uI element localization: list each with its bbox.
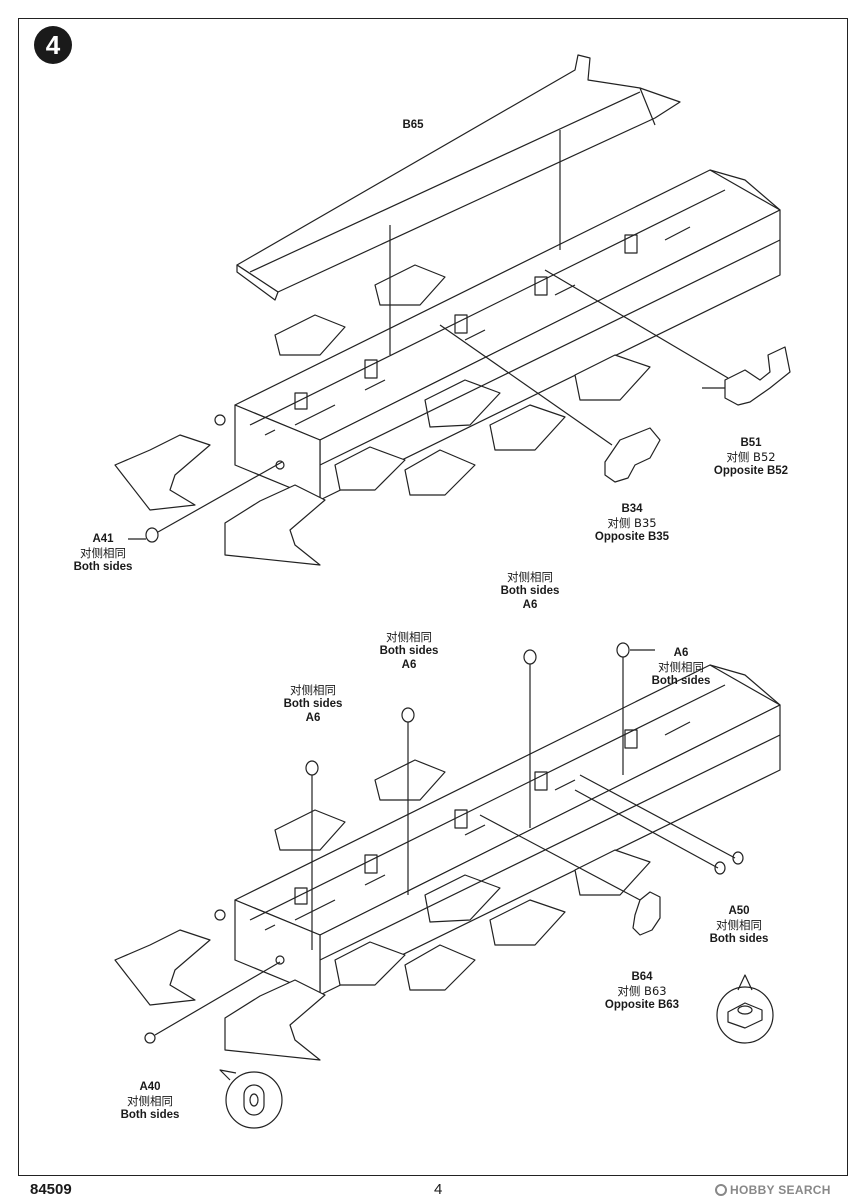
part-a6-2 <box>401 707 415 723</box>
label-b64: B64 对侧 B63 Opposite B63 <box>604 971 680 1011</box>
label-a6-2: 对侧相同 Both sides A6 <box>379 630 439 671</box>
part-a6-1 <box>305 760 319 776</box>
label-b65: B65 <box>402 119 424 131</box>
label-a6-4: A6 对侧相同 Both sides <box>651 647 711 687</box>
label-a6-3: 对侧相同 Both sides A6 <box>500 570 560 611</box>
label-b51: B51 对侧 B52 Opposite B52 <box>713 437 789 477</box>
label-a6-1: 对侧相同 Both sides A6 <box>283 683 343 724</box>
part-a40 <box>144 1032 156 1044</box>
page-frame <box>18 18 848 1176</box>
part-b34 <box>604 427 661 483</box>
part-a6-4 <box>616 642 630 658</box>
footer-page-number: 4 <box>434 1181 443 1198</box>
part-a50 <box>732 851 744 865</box>
label-b34: B34 对侧 B35 Opposite B35 <box>594 503 670 543</box>
part-b64 <box>632 891 661 936</box>
watermark-text: HOBBY SEARCH <box>730 1183 831 1197</box>
part-b65 <box>236 54 681 293</box>
watermark-logo-icon <box>715 1184 727 1196</box>
label-a40: A40 对侧相同 Both sides <box>120 1081 180 1121</box>
step-number-badge: 4 <box>34 26 72 64</box>
label-a41: A41 对侧相同 Both sides <box>73 533 133 573</box>
label-a50: A50 对侧相同 Both sides <box>709 905 769 945</box>
hull-upper-view <box>114 169 781 566</box>
part-b51 <box>724 346 791 406</box>
part-a41 <box>145 527 159 543</box>
footer-kit-code: 84509 <box>30 1181 72 1198</box>
watermark: HOBBY SEARCH <box>715 1183 831 1197</box>
part-a6-3 <box>523 649 537 665</box>
